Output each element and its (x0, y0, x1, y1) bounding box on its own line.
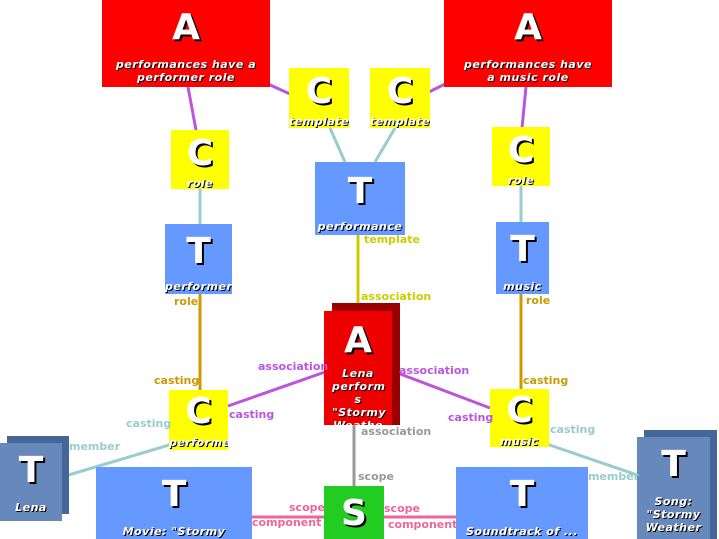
edge-label-casting-right-mid: casting (448, 411, 494, 424)
edge-music-to-song (534, 438, 641, 478)
node-label: performances have a performer role (115, 58, 257, 84)
node-letter: A (344, 320, 372, 361)
node-letter: C (186, 133, 214, 174)
node-letter: C (185, 391, 212, 432)
edge-label-role-right: role (526, 294, 551, 307)
node-label: Movie: "Stormy (122, 525, 226, 538)
edge-performer-role-to-role (186, 86, 198, 131)
node-label: template (370, 115, 430, 128)
node-letter: S (341, 493, 367, 534)
edge-assoc-to-music (394, 370, 491, 410)
node-letter: C (507, 130, 535, 171)
assoc-type-music-role[interactable]: A performances have a music role (444, 0, 612, 87)
node-letter: A (172, 7, 200, 48)
edge-label-casting-right-low: casting (550, 423, 596, 436)
node-letter: T (509, 474, 535, 515)
node-letter: C (506, 390, 533, 431)
edge-label-casting-left-low: casting (126, 417, 172, 430)
class-role-right[interactable]: C role (492, 127, 550, 186)
class-template-left[interactable]: C template (289, 68, 349, 128)
edge-label-component-right: component (388, 518, 458, 531)
edge-label-association-top: association (361, 290, 432, 303)
node-label: template (289, 115, 349, 128)
edge-label-component-left: component (252, 516, 322, 529)
topic-soundtrack[interactable]: T Soundtrack of ... (456, 467, 588, 539)
edge-label-member-left: member (69, 440, 121, 453)
node-label: music (500, 435, 539, 447)
node-letter: T (347, 171, 373, 212)
topic-song[interactable]: T Song: "Stormy Weather (637, 437, 710, 539)
edge-label-association-right: association (399, 364, 470, 377)
scope-node[interactable]: S (324, 486, 384, 539)
edge-label-association-low: association (361, 425, 432, 438)
edge-music-role-to-template (428, 82, 446, 94)
node-letter: T (510, 229, 535, 270)
class-role-left[interactable]: C role (171, 130, 229, 189)
node-label: performance (317, 220, 403, 233)
edge-label-casting-left-mid: casting (229, 408, 275, 421)
node-label: Soundtrack of ... (466, 525, 578, 538)
node-letter: C (305, 71, 333, 112)
edge-label-casting-right-top: casting (523, 374, 569, 387)
topic-performer[interactable]: T performer (165, 224, 232, 294)
edge-performer-to-lena (64, 438, 187, 478)
node-label: role (186, 177, 214, 189)
assoc-lena-performs[interactable]: A Lena perform s "Stormy Weathe r" (324, 311, 392, 425)
node-letter: A (514, 7, 542, 48)
edge-label-template: template (364, 233, 420, 246)
edge-performer-role-to-template (267, 82, 291, 96)
node-label: Song: "Stormy Weather (645, 495, 702, 534)
topic-music[interactable]: T music (496, 222, 549, 294)
node-label: Lena (15, 501, 47, 514)
edge-label-scope-left: scope (289, 501, 325, 514)
edge-label-scope-center: scope (358, 470, 394, 483)
class-music[interactable]: C music (490, 389, 549, 447)
node-label: performer (169, 436, 228, 449)
node-letter: T (661, 444, 686, 485)
edge-music-role-to-role (520, 86, 528, 129)
topic-performance[interactable]: T performance (315, 162, 405, 235)
topic-movie[interactable]: T Movie: "Stormy (96, 467, 252, 539)
node-label: performances have a music role (464, 58, 592, 84)
edge-label-scope-right: scope (384, 502, 420, 515)
edge-label-member-right: member (588, 470, 640, 483)
edge-label-role-left: role (174, 295, 199, 308)
edge-template-right-to-performance (373, 127, 397, 163)
topic-lena[interactable]: T Lena (0, 443, 62, 521)
class-template-right[interactable]: C template (370, 68, 430, 128)
node-letter: C (386, 71, 414, 112)
node-label: music (503, 280, 542, 293)
node-label: Lena perform s "Stormy Weathe r" (332, 367, 387, 425)
edge-label-casting-left-top: casting (154, 374, 200, 387)
node-label: performer (165, 280, 232, 293)
assoc-type-performer-role[interactable]: A performances have a performer role (102, 0, 270, 87)
node-label: role (507, 174, 535, 186)
node-letter: T (186, 231, 211, 272)
edge-label-association-left: association (258, 360, 329, 373)
edge-template-left-to-performance (328, 127, 347, 163)
node-letter: T (161, 474, 187, 515)
edge-assoc-to-performer (227, 370, 326, 408)
class-performer[interactable]: C performer (169, 390, 228, 450)
node-letter: T (18, 450, 44, 491)
